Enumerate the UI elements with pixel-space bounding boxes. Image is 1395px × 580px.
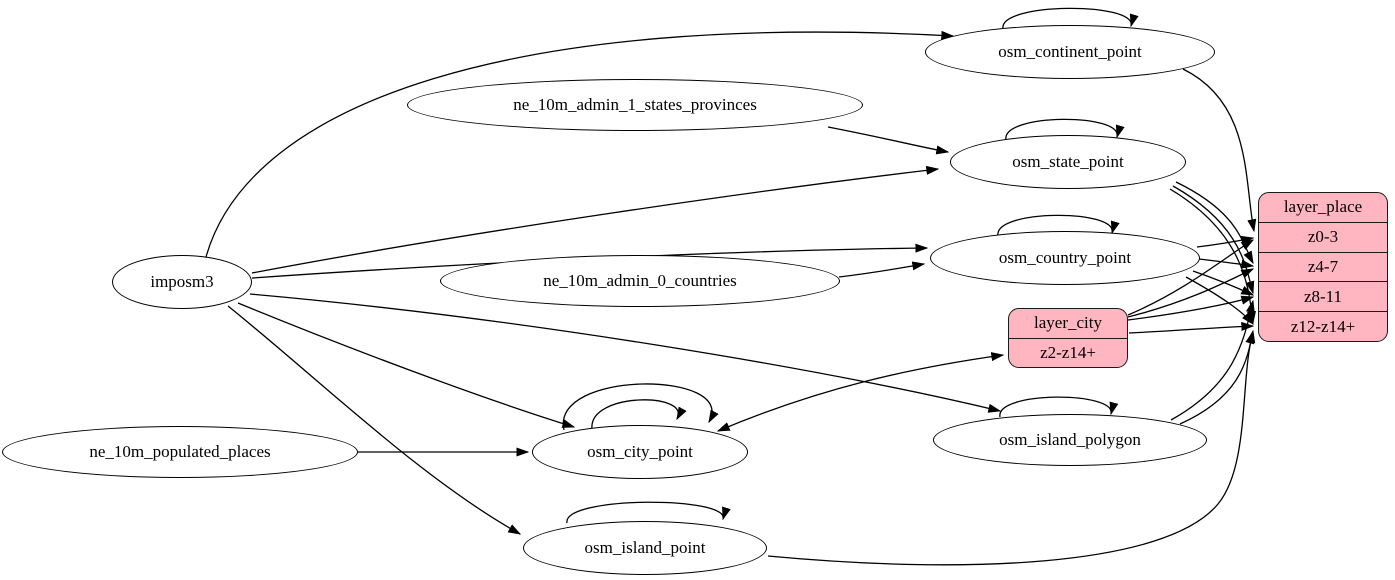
edge-osm_country_point-layer_place-z8-11 [1192,270,1255,296]
node-imposm3-label: imposm3 [150,272,214,291]
record-layer-place: layer_place z0-3 z4-7 z8-11 z12-z14+ [1258,192,1388,342]
edge-osm_state_point-layer_place-z4-7 [1175,181,1254,265]
edge-osm_country_point-layer_place-z4-7 [1198,258,1255,269]
node-osm-country-point: osm_country_point [930,231,1200,285]
selfloop-osm_country_point [997,214,1120,237]
node-osm-state-point-label: osm_state_point [1012,152,1124,171]
node-ne-10m-populated-places: ne_10m_populated_places [2,426,358,478]
edge-ne_10m_admin_0_countries-osm_country_point [838,261,926,278]
edge-imposm3-osm_continent_point [205,30,955,258]
record-layer-place-row-z12-z14: z12-z14+ [1259,311,1387,341]
record-layer-place-row-z4-7: z4-7 [1259,251,1387,282]
edge-osm_country_point-layer_place-z0-3 [1196,235,1255,248]
edge-imposm3-osm_city_point [237,302,576,428]
edge-osm_island_polygon-layer_place-z12-z14 [1179,329,1256,425]
record-layer-place-title: layer_place [1283,197,1363,217]
edge-osm_island_point-layer_place-z12-z14 [767,330,1255,566]
node-osm-island-point-label: osm_island_point [584,538,706,557]
node-ne-10m-populated-places-label: ne_10m_populated_places [89,442,271,461]
edge-ne_10m_admin_1_states_provinces-osm_state_point [827,126,950,155]
node-osm-city-point-label: osm_city_point [587,442,693,461]
edge-imposm3-osm_island_point [227,305,522,535]
node-osm-country-point-label: osm_country_point [998,248,1132,267]
edge-layer_city-layer_place-z8-11 [1127,295,1255,321]
edge-osm_island_polygon-layer_place-z8-11 [1170,299,1255,421]
edge-layer_city-layer_place-z4-7 [1127,268,1255,318]
node-osm-continent-point-label: osm_continent_point [998,42,1142,61]
selfloop-osm_city_point-inner [591,399,687,430]
edge-layer_city-layer_place-z0-3 [1127,239,1255,316]
edge-osm_state_point-layer_place-z8-11 [1172,185,1255,295]
node-ne-10m-admin-0-countries: ne_10m_admin_0_countries [440,255,840,307]
node-osm-island-polygon-label: osm_island_polygon [999,430,1141,449]
selfloop-osm_city_point-outer [562,383,719,431]
edge-layer_city-layer_place-z12-z14 [1128,321,1255,334]
selfloop-osm_continent_point [1002,7,1139,30]
selfloop-osm_state_point [1005,118,1125,141]
node-osm-state-point: osm_state_point [950,135,1186,189]
node-ne-10m-admin-1-states-provinces: ne_10m_admin_1_states_provinces [407,79,863,131]
edge-osm_city_point-layer_city-z2-z14 [716,352,1005,432]
record-layer-place-row-z0-3: z0-3 [1259,221,1387,252]
edge-osm_continent_point-layer_place-z0-3 [1182,68,1257,233]
edge-osm_country_point-layer_place-z12-z14 [1185,276,1254,325]
node-osm-island-point: osm_island_point [523,521,767,575]
node-ne-10m-admin-0-countries-label: ne_10m_admin_0_countries [543,271,737,290]
node-osm-city-point: osm_city_point [532,425,748,479]
node-imposm3: imposm3 [112,255,252,309]
record-layer-city-row-z2-z14: z2-z14+ [1009,337,1127,368]
node-osm-island-polygon: osm_island_polygon [933,414,1207,466]
record-layer-city-title: layer_city [1034,313,1102,333]
node-ne-10m-admin-1-states-provinces-label: ne_10m_admin_1_states_provinces [513,95,757,114]
edge-imposm3-osm_state_point [251,165,940,274]
record-layer-city: layer_city z2-z14+ [1008,308,1128,368]
selfloop-osm_island_point [566,501,731,524]
node-osm-continent-point: osm_continent_point [925,25,1215,79]
record-layer-place-row-z8-11: z8-11 [1259,281,1387,311]
